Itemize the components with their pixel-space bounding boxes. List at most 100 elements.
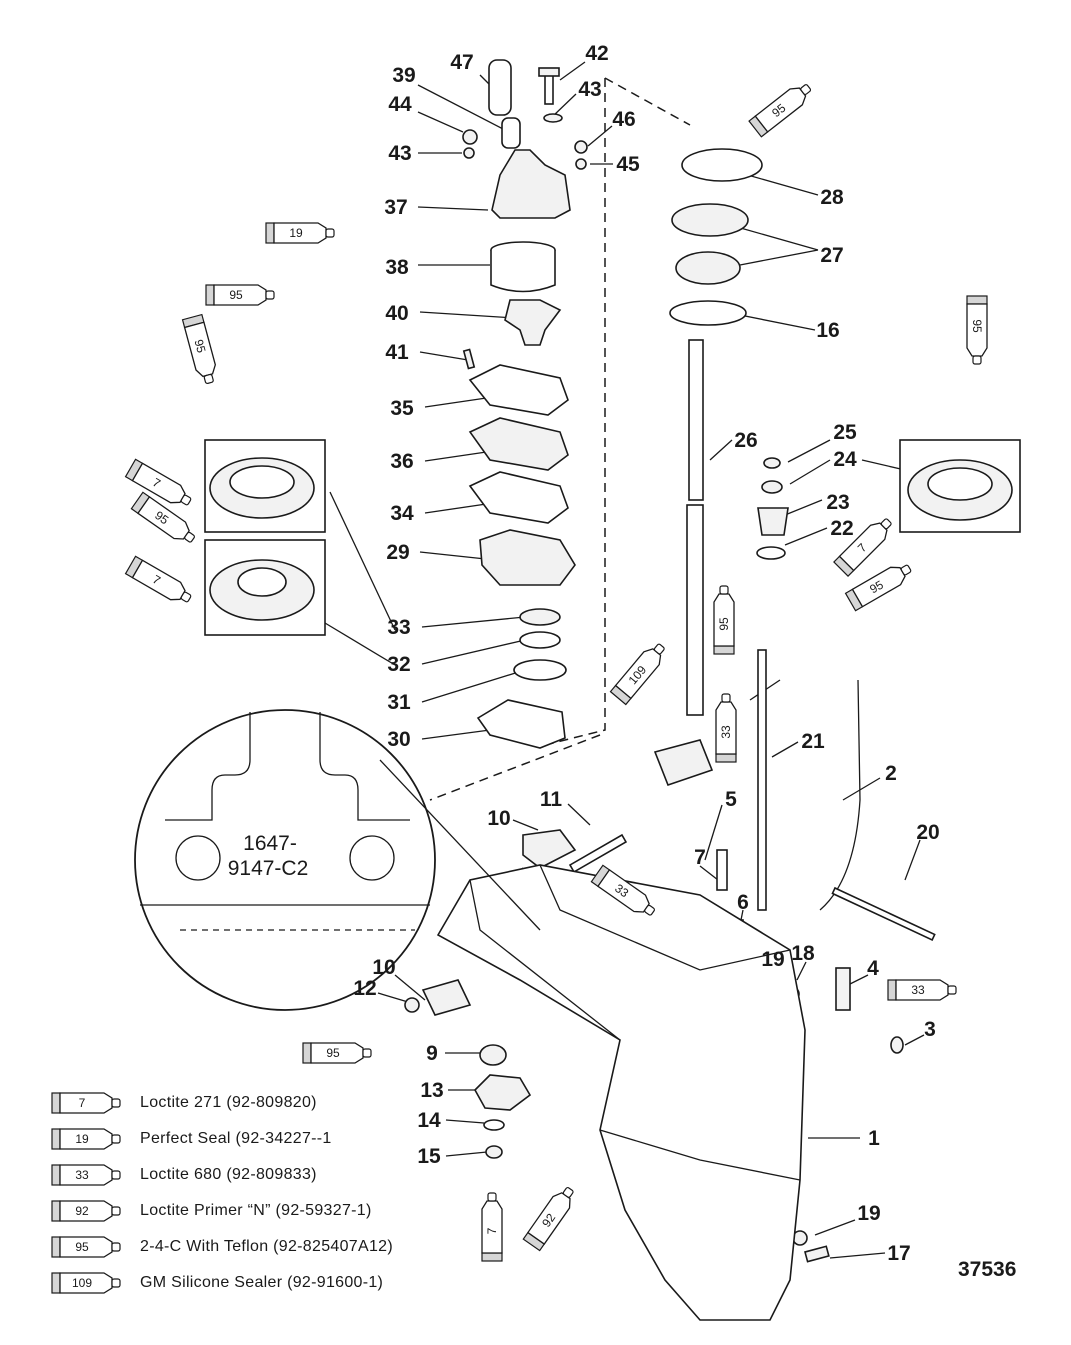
part-35-gasket: [468, 364, 569, 416]
sealant-tube-95: 95: [205, 284, 275, 306]
part-11-bolt: [568, 833, 628, 874]
callout-38: 38: [385, 256, 409, 279]
sealant-tube-95: 95: [181, 313, 216, 385]
sealant-tube-33: 33: [887, 979, 957, 1001]
part-44-grommet: [462, 129, 478, 145]
legend-row-19: 19 Perfect Seal (92-34227--1: [48, 1126, 332, 1152]
callout-14: 14: [417, 1109, 441, 1132]
callout-41: 41: [385, 341, 409, 364]
callout-22: 22: [830, 517, 853, 540]
part-36-plate: [468, 417, 569, 471]
part-31-oring: [513, 659, 567, 681]
bearing-inset-right: [899, 439, 1021, 533]
sealant-tube-95: 95: [748, 84, 812, 138]
inset-marking-line2: 9147-C2: [228, 857, 309, 880]
callout-33: 33: [387, 616, 410, 639]
sealant-tube-label: 95: [326, 1046, 340, 1060]
part-37-pump-housing: [491, 149, 571, 219]
legend-tube-icon: 7: [51, 1092, 121, 1114]
sealant-tube-95: 95: [302, 1042, 372, 1064]
legend-text: Perfect Seal (92-34227--1: [140, 1130, 332, 1147]
part-7-stud: [716, 849, 728, 891]
sealant-tube-label: 33: [911, 983, 925, 997]
part-3-plug: [890, 1036, 904, 1054]
callout-44: 44: [388, 93, 412, 116]
sealant-tube-19: 19: [51, 1128, 121, 1150]
sealant-tube-label: 33: [75, 1168, 89, 1182]
callout-9: 9: [426, 1042, 438, 1065]
part-33-seal: [519, 608, 561, 626]
part-21-shift-rod: [757, 649, 767, 911]
legend-text: GM Silicone Sealer (92-91600-1): [140, 1274, 384, 1291]
callout-6: 6: [737, 891, 749, 914]
callout-17: 17: [887, 1242, 910, 1265]
sealant-tube-7: 7: [124, 555, 192, 603]
callout-10: 10: [487, 807, 510, 830]
sealant-tube-92: 92: [522, 1187, 574, 1252]
sealant-tube-label: 7: [79, 1096, 86, 1110]
part-water-tube-block: [653, 739, 714, 787]
legend-tube-icon: 92: [51, 1200, 121, 1222]
part-45-seal-right: [575, 158, 587, 170]
callout-2: 2: [885, 762, 897, 785]
callout-4: 4: [867, 957, 879, 980]
sealant-tube-label: 95: [191, 338, 208, 355]
sealant-tube-7: 7: [124, 458, 192, 506]
part-27-bearing-cup: [671, 203, 749, 237]
callout-19: 19: [857, 1202, 880, 1225]
callout-42: 42: [585, 42, 608, 65]
callout-29: 29: [386, 541, 409, 564]
sealant-tube-label: 19: [75, 1132, 89, 1146]
callout-34: 34: [390, 502, 414, 525]
sealant-tube-label: 19: [289, 226, 303, 240]
sealant-tube-label: 109: [72, 1276, 92, 1290]
callout-36: 36: [390, 450, 413, 473]
callout-43: 43: [578, 78, 601, 101]
part-22-oring: [756, 546, 786, 560]
part-39-sleeve: [501, 117, 521, 149]
part-24-bearing-small: [761, 480, 783, 494]
sealant-tube-95: 95: [130, 491, 195, 543]
sealant-tube-95: 95: [51, 1236, 121, 1258]
part-38-insert: [490, 250, 556, 293]
callout-20: 20: [916, 821, 939, 844]
callout-15: 15: [417, 1145, 441, 1168]
part-16-oring: [669, 300, 747, 326]
part-47-tube: [488, 59, 512, 116]
callout-25: 25: [833, 421, 857, 444]
sealant-tube-7: 7: [481, 1192, 503, 1262]
part-29-pump-base: [479, 529, 576, 586]
figure-number: 37536: [958, 1258, 1017, 1281]
callout-7: 7: [694, 846, 706, 869]
sealant-tube-7: 7: [51, 1092, 121, 1114]
part-40-impeller: [504, 299, 562, 346]
legend-text: Loctite Primer “N” (92-59327-1): [140, 1202, 372, 1219]
sealant-tube-label: 95: [717, 617, 731, 631]
sealant-tube-95: 95: [966, 295, 988, 365]
part-20-stud: [831, 886, 936, 941]
sealant-tube-33: 33: [51, 1164, 121, 1186]
callout-18: 18: [791, 942, 815, 965]
part-12-nut: [404, 997, 420, 1013]
part-27-bearing-cone: [675, 251, 741, 285]
callout-37: 37: [384, 196, 407, 219]
sealant-tube-label: 95: [867, 577, 886, 596]
callout-21: 21: [801, 730, 825, 753]
part-15-nut: [485, 1145, 503, 1159]
callout-1: 1: [868, 1127, 880, 1150]
part-4-fitting: [835, 967, 851, 1011]
sealant-tube-label: 95: [970, 319, 984, 333]
callout-10: 10: [372, 956, 395, 979]
callout-13: 13: [420, 1079, 443, 1102]
callout-23: 23: [826, 491, 849, 514]
part-26-driveshaft-upper: [688, 339, 704, 501]
callout-39: 39: [392, 64, 415, 87]
callout-35: 35: [390, 397, 414, 420]
callout-3: 3: [924, 1018, 936, 1041]
sealant-tube-label: 33: [719, 725, 733, 739]
part-28-seal: [681, 148, 763, 182]
